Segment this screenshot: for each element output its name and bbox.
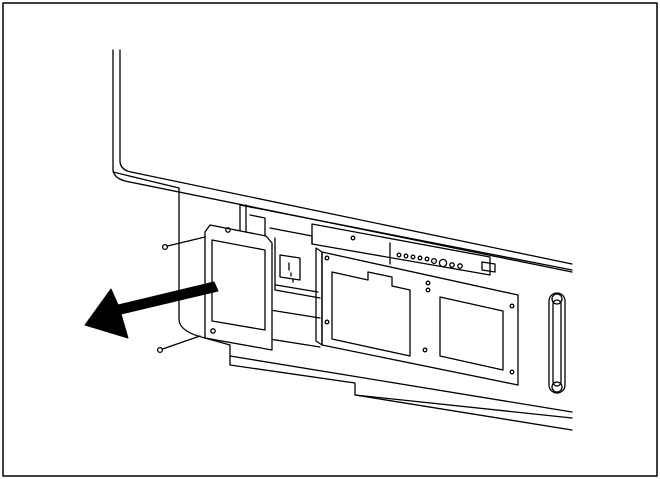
mounting-plate [315, 247, 519, 386]
interface-card-plate [204, 224, 294, 351]
connector-screw [350, 235, 356, 241]
removal-arrow [84, 281, 219, 339]
connector-pin [449, 262, 455, 268]
plate-hole [425, 287, 431, 293]
connector-pin [430, 257, 438, 265]
connector-pin [396, 252, 402, 258]
card-hole-upper [225, 227, 231, 233]
screw-lower [156, 335, 201, 354]
connector-pin [424, 256, 430, 262]
plate-hole [425, 280, 431, 286]
plate-hole [324, 255, 330, 261]
plate-hole [509, 369, 515, 375]
connector-pin [417, 255, 423, 261]
plate-hole [509, 303, 515, 309]
side-rail-handle [548, 292, 566, 394]
monitor-back-panel [112, 49, 573, 431]
card-hole-lower [210, 328, 216, 334]
connector-pin [438, 258, 448, 268]
screw-upper [161, 236, 206, 251]
connector-pin [457, 263, 463, 269]
recessed-bay [239, 204, 573, 348]
connector-pin [403, 253, 409, 259]
connector-strip [311, 223, 496, 276]
plate-hole [422, 347, 428, 353]
plate-hole [324, 319, 330, 325]
connector-pin [410, 254, 416, 260]
